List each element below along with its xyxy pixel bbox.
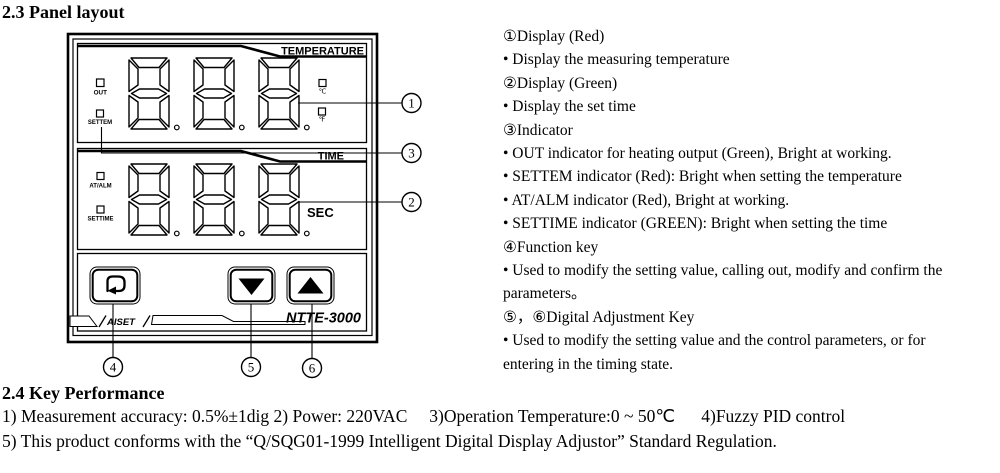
settem-indicator-label: SETTEM	[88, 120, 112, 126]
decimal-point	[303, 230, 310, 237]
fahrenheit-unit-label: ℉	[319, 117, 326, 124]
decimal-point	[238, 230, 245, 237]
panel-layout-diagram: TEMPERATURE OUT SETTEM ℃ ℉ TIME	[66, 32, 422, 379]
description-line: • Used to modify the setting value, call…	[503, 262, 943, 280]
out-indicator-label: OUT	[94, 90, 107, 97]
description-line: • Display the set time	[503, 98, 636, 116]
time-label: TIME	[318, 151, 344, 163]
section-2-3-heading: 2.3 Panel layout	[2, 2, 125, 22]
decimal-point	[173, 230, 180, 237]
settem-indicator-lamp	[95, 109, 105, 118]
description-line: entering in the timing state.	[503, 355, 674, 373]
temperature-display-section: TEMPERATURE OUT SETTEM ℃ ℉	[76, 42, 368, 144]
callout-4: 4	[110, 360, 117, 375]
model-number: NTTE-3000	[286, 311, 361, 327]
callout-5: 5	[248, 360, 255, 375]
description-line: ①Display (Red)	[503, 28, 605, 45]
temperature-label: TEMPERATURE	[281, 46, 364, 58]
cycle-arrow-icon	[106, 275, 126, 295]
at-alm-indicator-lamp	[96, 171, 105, 181]
callout-6: 6	[309, 361, 316, 376]
description-line: ④Function key	[503, 238, 599, 256]
callout-2: 2	[408, 195, 415, 210]
description-line: • Used to modify the setting value and t…	[503, 332, 926, 350]
function-key-button	[89, 266, 141, 305]
description-line: ⑤，⑥Digital Adjustment Key	[503, 308, 695, 326]
at-alm-indicator-label: AT/ALM	[89, 184, 111, 190]
down-key-button	[227, 266, 276, 305]
fahrenheit-indicator-lamp	[317, 107, 327, 116]
settime-indicator-lamp	[96, 205, 105, 214]
description-line: • Display the measuring temperature	[503, 51, 730, 69]
time-digits	[128, 163, 310, 237]
down-arrow-icon	[238, 278, 265, 295]
performance-line-2: 5) This product conforms with the “Q/SQG…	[2, 431, 777, 451]
out-indicator-lamp	[95, 78, 105, 88]
decimal-point	[303, 124, 310, 131]
sec-unit-label: SEC	[307, 205, 334, 220]
description-line: ②Display (Green)	[503, 74, 618, 92]
callout-lines	[100, 102, 402, 358]
callout-1: 1	[408, 96, 415, 111]
callout-3: 3	[408, 146, 415, 161]
brand-logo: AISET	[106, 317, 136, 328]
decimal-point	[173, 124, 180, 131]
panel-descriptions: ①Display (Red) • Display the measuring t…	[503, 25, 942, 376]
panel-outer-border	[66, 32, 379, 344]
celsius-unit-label: ℃	[319, 89, 327, 96]
up-arrow-icon	[297, 277, 324, 294]
decimal-point	[238, 124, 245, 131]
temperature-digits	[128, 57, 310, 131]
description-line: parameters。	[503, 285, 587, 303]
section-2-4-heading: 2.4 Key Performance	[2, 383, 165, 403]
keys-section: AISET NTTE-3000	[69, 252, 368, 332]
up-key-button	[286, 266, 335, 305]
description-line: • SETTEM indicator (Red): Bright when se…	[503, 168, 902, 186]
performance-line-1: 1) Measurement accuracy: 0.5%±1dig 2) Po…	[2, 406, 846, 426]
callout-markers: 1 3 2 4 5 6	[102, 92, 422, 379]
description-line: • SETTIME indicator (GREEN): Bright when…	[503, 215, 888, 233]
description-line: ③Indicator	[503, 121, 573, 139]
time-display-section: TIME AT/ALM SETTIME SEC	[76, 147, 368, 251]
description-line: • AT/ALM indicator (Red), Bright at work…	[503, 191, 790, 209]
settime-indicator-label: SETTIME	[87, 217, 113, 223]
bottom-decor-band	[69, 315, 306, 328]
celsius-indicator-lamp	[318, 78, 327, 88]
description-line: • OUT indicator for heating output (Gree…	[503, 145, 892, 163]
